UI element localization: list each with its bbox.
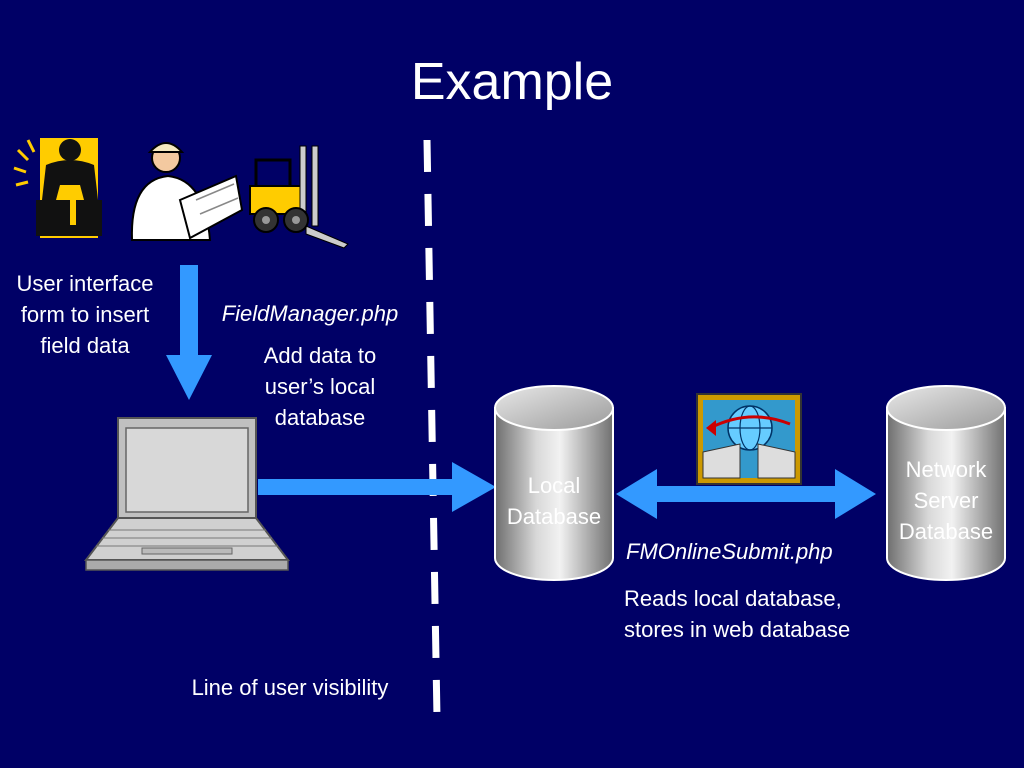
- field-manager-label: FieldManager.php: [221, 301, 399, 326]
- laptop-to-db-arrow: [258, 462, 496, 512]
- add-data-label: Add data to user’s local database: [263, 343, 377, 430]
- forklift-icon: [249, 145, 349, 249]
- reads-description-label: Reads local database, stores in web data…: [624, 586, 851, 642]
- local-database-label: Local Database: [506, 473, 602, 529]
- local-database-cylinder: [494, 385, 614, 581]
- visibility-divider: [423, 139, 441, 719]
- down-arrow: [166, 265, 212, 400]
- network-database-label: Network Server Database: [898, 457, 994, 544]
- worker-icon: [13, 138, 102, 238]
- laptop-icon: [83, 417, 291, 571]
- engineer-icon: [130, 142, 244, 241]
- fm-online-submit-label: FMOnlineSubmit.php: [626, 539, 833, 564]
- slide-title: Example: [410, 53, 614, 111]
- sync-double-arrow: [616, 469, 876, 519]
- visibility-line-label: Line of user visibility: [191, 675, 389, 700]
- network-icon: [696, 393, 802, 485]
- network-database-cylinder: [886, 385, 1006, 581]
- ui-form-label: User interface form to insert field data: [16, 271, 154, 358]
